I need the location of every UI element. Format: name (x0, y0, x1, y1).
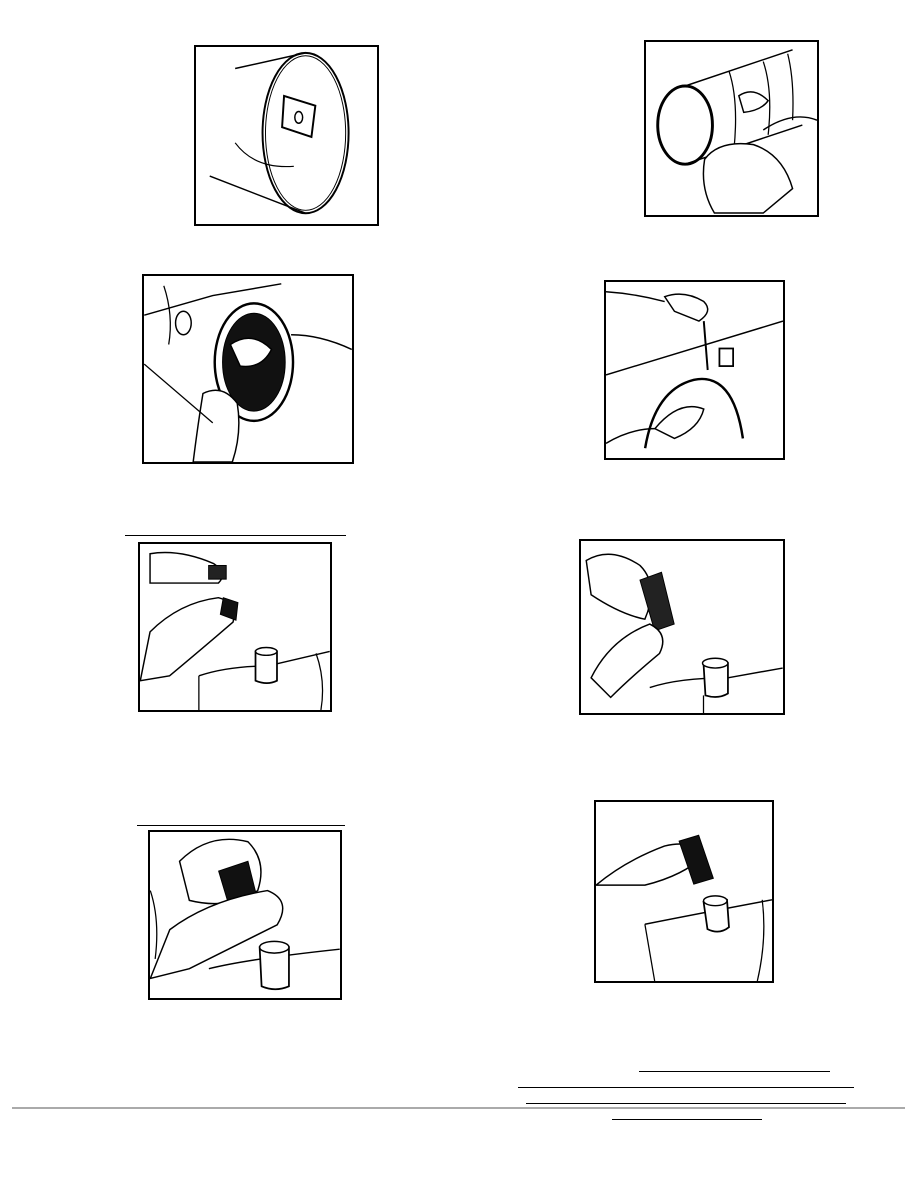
hands-on-pipe-sleeve-icon (656, 49, 817, 214)
caption-line (639, 1071, 830, 1072)
caption-line (612, 1119, 762, 1120)
probe-and-pipe-hole-icon (606, 291, 783, 449)
figure-step-1 (194, 45, 379, 226)
figure-step-4 (604, 280, 785, 460)
figure-step-7 (148, 830, 342, 1000)
footer-divider (12, 1107, 905, 1109)
figure-step-3 (142, 274, 354, 464)
figure-step-2 (644, 40, 819, 217)
hand-pouring-capsule-icon (596, 834, 772, 981)
hands-crushing-capsule-icon (150, 838, 340, 991)
pipe-section-with-patch-icon (209, 51, 350, 215)
divider-rule (125, 535, 346, 536)
caption-line (526, 1103, 846, 1104)
hands-with-capsule-icon (140, 551, 330, 710)
caption-line (518, 1087, 854, 1088)
figure-step-5 (138, 542, 332, 712)
hand-inside-pipe-opening-icon (144, 283, 352, 462)
hands-opening-capsule-icon (585, 553, 783, 713)
figure-step-8 (594, 800, 774, 983)
figure-step-6 (579, 539, 785, 715)
divider-rule (137, 825, 345, 826)
